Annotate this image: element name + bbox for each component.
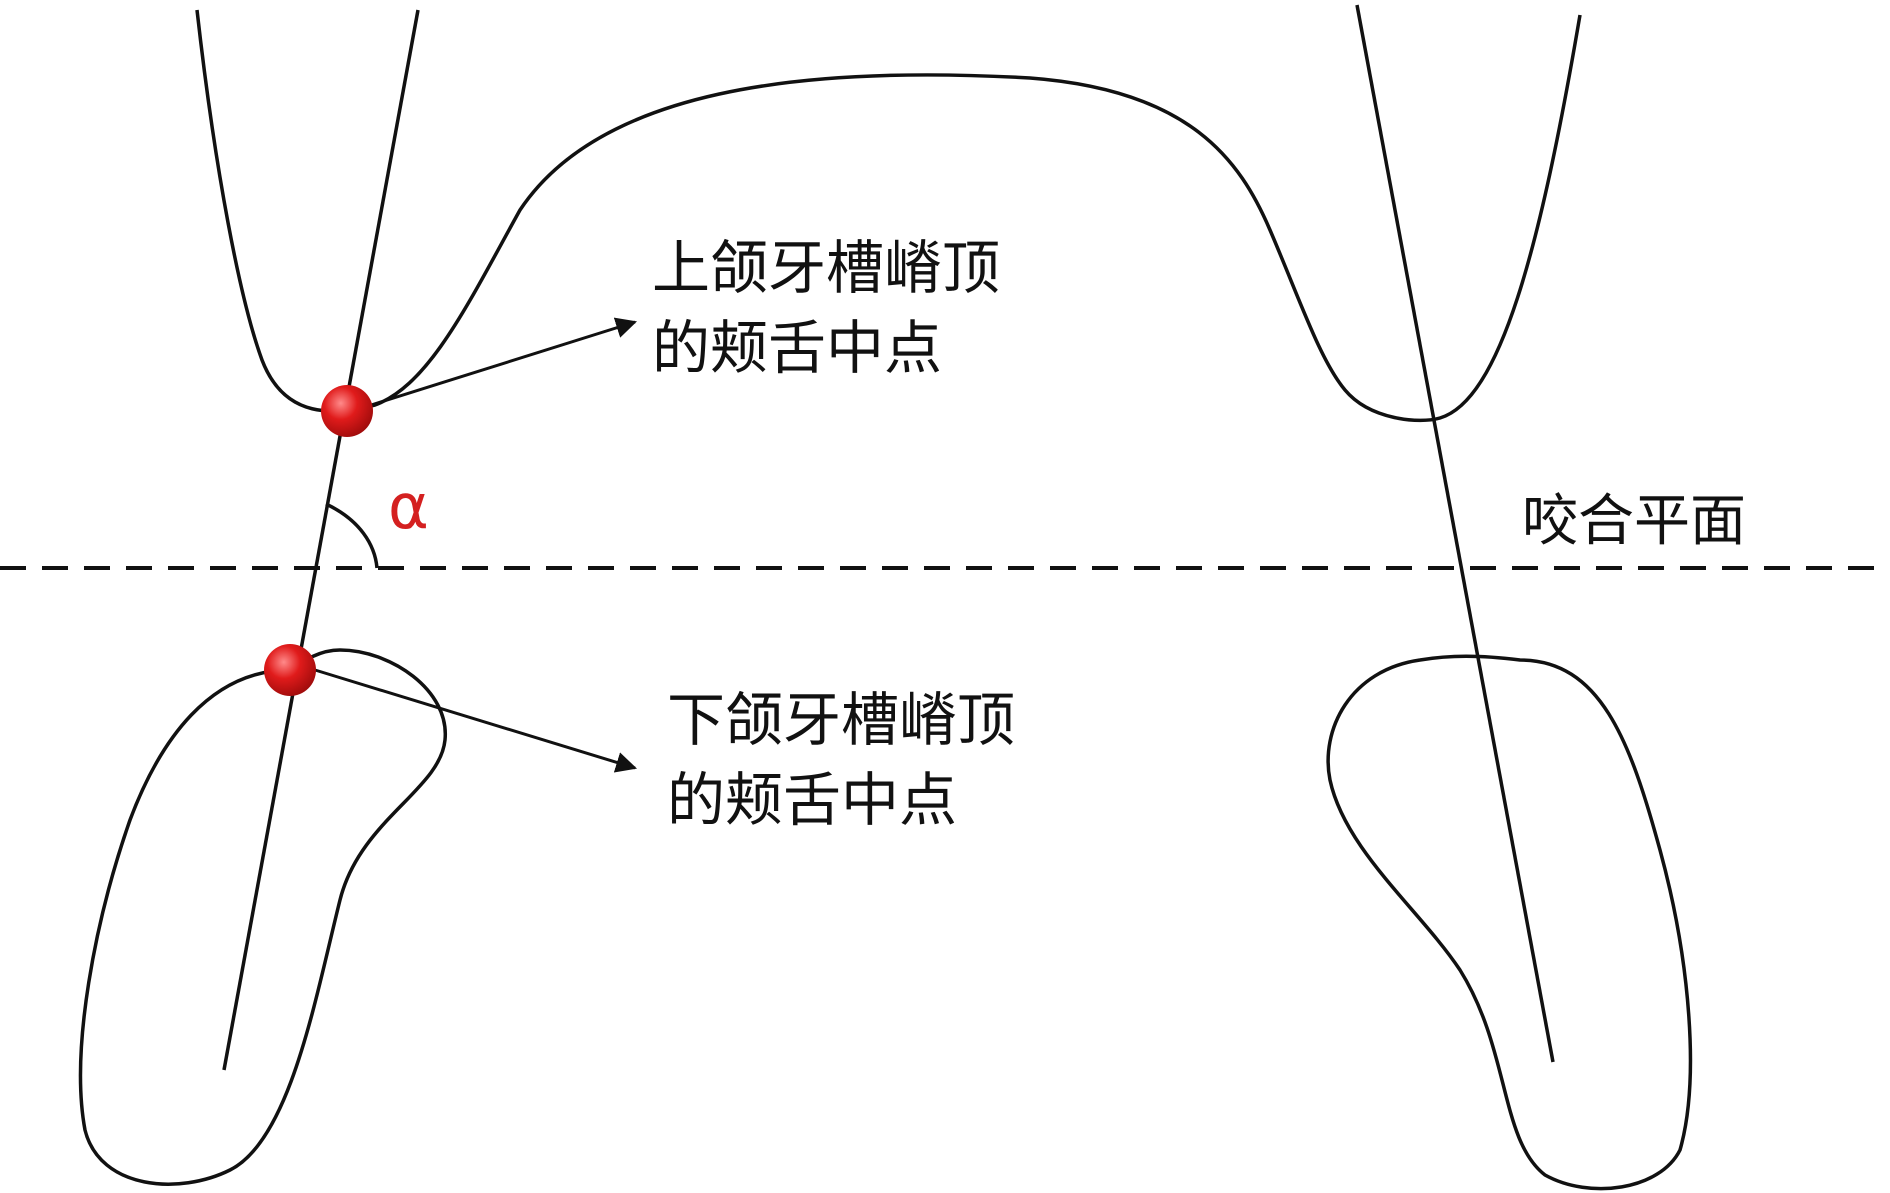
upper-jaw-outline bbox=[195, 9, 1582, 423]
upper-point-arrow bbox=[367, 317, 638, 408]
angle-arc bbox=[325, 502, 379, 569]
right-axis-line bbox=[1355, 4, 1555, 1063]
upper-label-line1: 上颌牙槽嵴顶 bbox=[652, 234, 1000, 302]
upper-midpoint-marker bbox=[321, 385, 373, 437]
lower-label-line1: 下颌牙槽嵴顶 bbox=[667, 686, 1015, 754]
lower-label-line2: 的颊舌中点 bbox=[667, 766, 957, 834]
lower-midpoint-marker bbox=[264, 644, 316, 696]
occlusal-plane-label: 咬合平面 bbox=[1522, 489, 1746, 554]
left-axis-line bbox=[222, 9, 420, 1071]
angle-alpha-label: α bbox=[388, 470, 429, 543]
lower-point-arrow bbox=[314, 668, 638, 773]
upper-label-line2: 的颊舌中点 bbox=[652, 314, 942, 382]
lower-right-jaw-outline bbox=[1326, 654, 1693, 1191]
lower-left-jaw-outline bbox=[78, 648, 447, 1186]
